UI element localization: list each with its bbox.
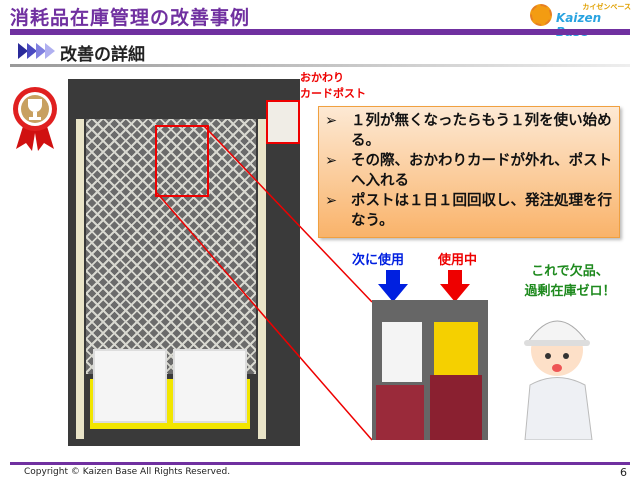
basket <box>93 349 167 423</box>
slide-title: 消耗品在庫管理の改善事例 <box>10 7 251 29</box>
bullet-marker: ➢ <box>325 153 338 169</box>
result-text: これで欠品、 過剰在庫ゼロ！ <box>505 262 635 302</box>
copyright: Copyright © Kaizen Base All Rights Reser… <box>24 467 231 477</box>
title-divider <box>10 29 630 35</box>
card-post-box <box>266 100 300 144</box>
basket <box>173 349 247 423</box>
trophy-award-icon <box>13 87 57 151</box>
chevron-arrows-icon <box>18 43 55 59</box>
post-label-line2: カードポスト <box>300 87 366 100</box>
glove <box>376 385 424 440</box>
worker-illustration <box>524 320 593 440</box>
bullet-text: ポストは１日１回回収し、発注処理を行なう。 <box>351 193 612 229</box>
page-number: 6 <box>620 466 627 479</box>
bullet-text: １列が無くなったらもう１列を使い始める。 <box>351 113 612 149</box>
footer-divider <box>10 462 630 465</box>
bullet-marker: ➢ <box>325 113 338 129</box>
section-divider <box>10 64 630 67</box>
order-card <box>382 322 422 382</box>
post-label: おかわり カードポスト <box>300 70 366 102</box>
result-line2: 過剰在庫ゼロ！ <box>524 284 616 299</box>
gear-icon <box>530 4 552 26</box>
glove-closeup-photo <box>372 300 488 440</box>
mesh-rack <box>86 119 256 374</box>
in-use-label: 使用中 <box>438 253 478 268</box>
glove <box>430 375 482 440</box>
highlight-box <box>155 125 209 197</box>
rack-pole <box>76 119 84 439</box>
next-use-label: 次に使用 <box>352 253 405 268</box>
bullet-item: ➢ ポストは１日１回回収し、発注処理を行なう。 <box>325 191 613 231</box>
section-title: 改善の詳細 <box>60 45 145 65</box>
bullet-item: ➢ その際、おかわりカードが外れ、ポストへ入れる <box>325 151 613 191</box>
bullet-marker: ➢ <box>325 193 338 209</box>
logo-small-text: カイゼンベース <box>582 3 631 11</box>
rack-pole <box>258 119 266 439</box>
glove-package <box>434 322 478 377</box>
shelf-photo <box>68 79 300 446</box>
bullet-item: ➢ １列が無くなったらもう１列を使い始める。 <box>325 111 613 151</box>
red-arrow-down-icon <box>440 270 470 302</box>
blue-arrow-down-icon <box>378 270 408 302</box>
kaizen-base-logo: カイゼンベース Kaizen Base <box>530 2 635 39</box>
explanation-box: ➢ １列が無くなったらもう１列を使い始める。 ➢ その際、おかわりカードが外れ、ポス… <box>318 106 620 238</box>
result-line1: これで欠品、 <box>531 264 609 279</box>
post-label-line1: おかわり <box>300 71 344 84</box>
bullet-text: その際、おかわりカードが外れ、ポストへ入れる <box>351 153 613 189</box>
